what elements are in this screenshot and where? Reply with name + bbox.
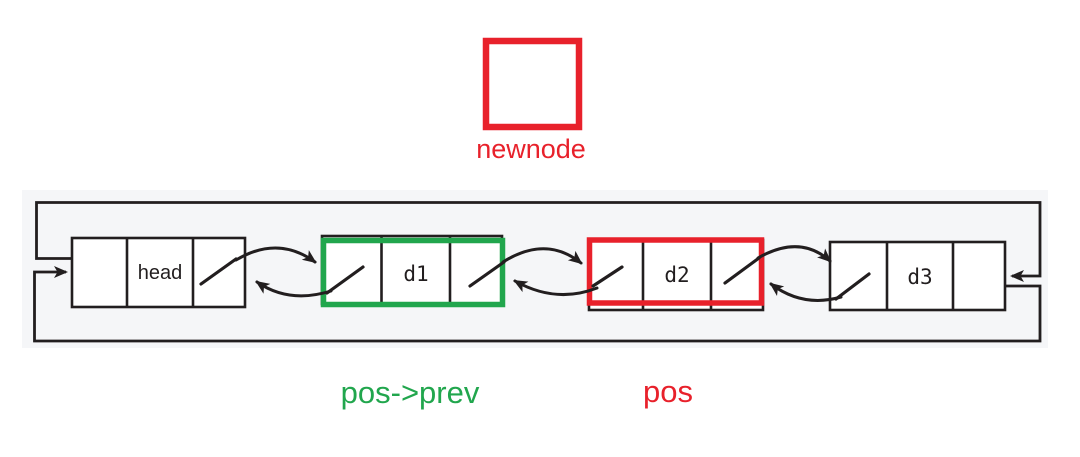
d3-prev-slash	[834, 272, 871, 301]
d2-node-label: d2	[664, 263, 689, 287]
d1-node-label: d1	[403, 262, 428, 286]
d3-prev-arrow	[769, 282, 843, 302]
d2-prev-slash	[591, 265, 624, 288]
pointer-slashes	[199, 256, 871, 301]
d2-prev-arrow	[513, 279, 599, 297]
d1-node-box	[320, 234, 504, 306]
newnode-box	[482, 37, 583, 131]
newnode-caption: newnode	[476, 134, 586, 164]
d2-next-arrow	[756, 245, 832, 263]
d1-next-slash	[468, 260, 506, 288]
d1-prev-slash	[325, 265, 365, 295]
d3-next-to-head-link	[33, 266, 1042, 343]
head-next-arrow	[234, 246, 317, 264]
head-prev-to-d3-link	[35, 201, 1042, 282]
d2-next-slash	[723, 256, 761, 285]
head-node-label: head	[138, 262, 183, 284]
pos-highlight-border	[586, 237, 765, 306]
d3-node-box	[828, 240, 1007, 312]
pos-prev-caption: pos->prev	[341, 375, 480, 410]
node-boxes	[70, 234, 1007, 312]
d3-node-label: d3	[907, 265, 932, 289]
wrap-links	[33, 201, 1042, 343]
pos-prev-highlight-border	[320, 237, 506, 308]
head-next-slash	[199, 257, 238, 286]
link-arrows	[234, 245, 843, 302]
d1-next-arrow	[501, 247, 583, 265]
d1-prev-arrow	[255, 280, 333, 298]
pos-caption: pos	[643, 374, 693, 409]
